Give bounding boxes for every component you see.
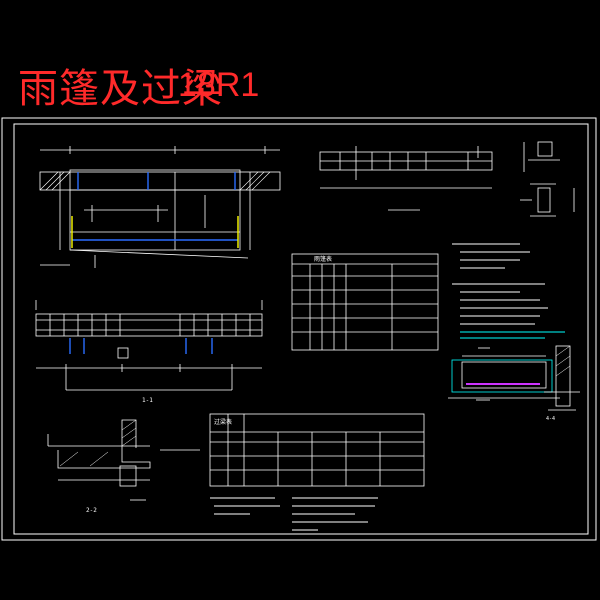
- drawing-title-chinese: 雨篷及过梁: [18, 66, 223, 112]
- drawing-line: [69, 169, 241, 251]
- section-label-2-2: 2-2: [86, 507, 97, 514]
- drawing-line: [555, 345, 571, 407]
- detail-label-4-4: 4-4: [546, 416, 555, 422]
- drawing-line: [119, 465, 137, 487]
- lintel-schedule-title: 过梁表: [214, 418, 232, 426]
- drawing-line: [121, 435, 137, 447]
- plan-hatch-left: [39, 171, 271, 191]
- drawing-line: [251, 171, 271, 191]
- drawing-title-code: 18R1: [178, 66, 260, 104]
- drawing-line: [209, 413, 425, 487]
- drawing-line: [39, 171, 59, 191]
- section-detail-bottom-left: [47, 419, 200, 501]
- section-4-4-hatch: [555, 345, 571, 377]
- drawing-line: [51, 171, 71, 191]
- beam-label: 1-1: [142, 397, 153, 404]
- section-hatch: [59, 419, 137, 467]
- drawing-line: [537, 187, 551, 213]
- drawing-line: [291, 253, 439, 351]
- beam-elevation-view: [35, 300, 263, 391]
- canopy-plan-view: [39, 146, 281, 268]
- detail-cyan-frame: [451, 359, 553, 393]
- section-4-4-detail: [544, 345, 580, 411]
- drawing-line: [121, 427, 137, 439]
- drawing-line: [555, 365, 571, 377]
- drawing-line: [59, 451, 79, 467]
- sheet-outer-border: [1, 117, 597, 541]
- notes-cyan-lines: [460, 331, 565, 339]
- column-section-details: [520, 141, 575, 217]
- drawing-line: [461, 361, 547, 389]
- lintel-notes: [210, 497, 378, 531]
- drawing-line: [239, 171, 259, 191]
- lintel-schedule-table: [209, 413, 425, 487]
- drawing-line: [45, 171, 65, 191]
- sheet-inner-border: [13, 123, 589, 535]
- drawing-line: [121, 419, 137, 431]
- drawing-line: [69, 249, 249, 259]
- beam-accent-lines: [69, 338, 213, 354]
- plan-accent-lines: [72, 172, 238, 241]
- canopy-schedule-table: [291, 253, 439, 351]
- drawing-line: [117, 347, 129, 359]
- plan-yellow-marks: [71, 216, 239, 248]
- detail-plan-right: [448, 347, 560, 401]
- drawing-line: [89, 451, 109, 467]
- canopy-schedule-title: 雨篷表: [314, 255, 332, 263]
- drawing-line: [555, 355, 571, 367]
- drawing-line: [35, 313, 263, 337]
- drawing-line: [245, 171, 265, 191]
- drawing-line: [57, 419, 151, 469]
- drawing-line: [555, 345, 571, 357]
- drawing-line: [537, 141, 553, 157]
- drawing-line: [39, 171, 281, 191]
- general-notes: [452, 243, 548, 325]
- drawing-line: [451, 359, 553, 393]
- top-right-beam-elevation: [319, 146, 493, 211]
